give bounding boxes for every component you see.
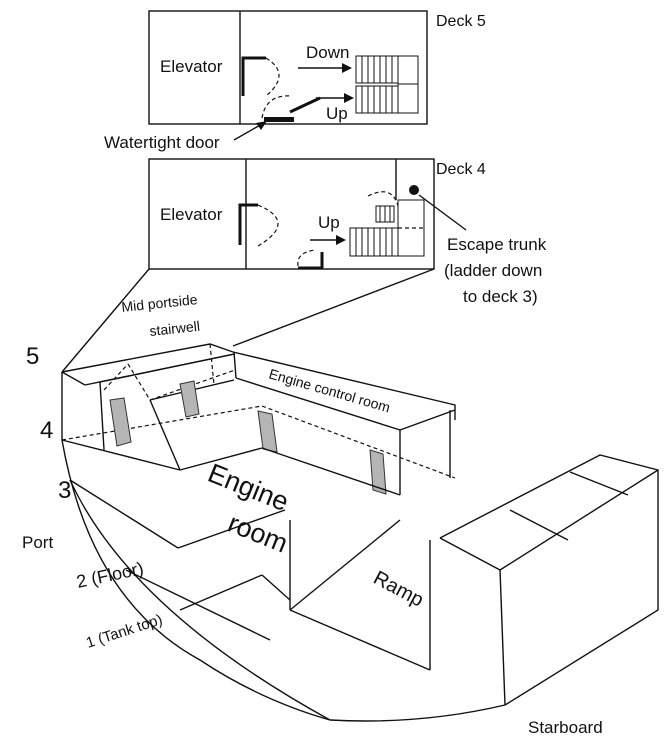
deck4-outline [148, 158, 435, 270]
deck4-floor-back [179, 447, 263, 471]
deck3-line-back [177, 509, 286, 549]
deck5-up-label: Up [326, 104, 348, 123]
deck5-top-edge [61, 343, 234, 373]
deck5-watertight-door-leaf [289, 96, 321, 114]
deck-label-4: 4 [40, 417, 53, 444]
stairwell-door-2 [179, 380, 200, 418]
stairwell-label-line2: stairwell [149, 318, 201, 339]
escape-trunk-line1: Escape trunk [447, 235, 547, 254]
starboard-block-top-edge [499, 469, 659, 571]
escape-trunk-leader [418, 194, 467, 231]
deck4-lower-door-swing [297, 249, 317, 267]
starboard-block-outline [439, 454, 659, 706]
deck-label-1-tank-top: 1 (Tank top) [84, 611, 165, 652]
deck4-lower-door [298, 252, 324, 270]
deck5-elevator-label: Elevator [160, 57, 223, 76]
deck5-watertight-door [264, 117, 294, 122]
ramp-back-edge [289, 519, 401, 611]
stairwell-diagonal [149, 399, 181, 471]
watertight-door-leader-arrowhead [256, 121, 267, 130]
stairwell-hidden-1 [127, 363, 151, 401]
stairwell-label-line1: Mid portside [121, 291, 199, 315]
stairwell-door-1 [109, 397, 132, 447]
starboard-block-divider-1 [509, 509, 569, 541]
starboard-block-divider-2 [569, 471, 629, 496]
deck5-down-arrowhead [342, 63, 352, 73]
deck5-outline [148, 10, 428, 125]
ecr-top-edge [232, 351, 456, 420]
escape-trunk-line3: to deck 3) [463, 287, 538, 306]
hull-inner-curve [69, 479, 331, 721]
deck5-up-arrowhead [344, 93, 354, 103]
ecr-door-1 [257, 410, 278, 453]
ecr-inner-edge [235, 377, 401, 431]
starboard-label: Starboard [528, 718, 603, 737]
deck4-dashed-line-left [61, 405, 263, 441]
deck4-elevator-label: Elevator [160, 205, 223, 224]
deck4-plan: Deck 4 Elevator Up [148, 158, 486, 270]
deck5-plan: Deck 5 Elevator Down Up [148, 10, 486, 125]
deck5-stairs [355, 55, 419, 114]
ecr-front-edge [399, 409, 456, 431]
deck-label-2-floor: 2 (Floor) [75, 558, 146, 592]
stairwell-left-vertical [99, 381, 105, 451]
deck4-dashed-line-right [261, 405, 456, 479]
deck-label-3: 3 [58, 477, 71, 504]
deck-label-5: 5 [26, 343, 39, 370]
deck5-port-corner [61, 371, 86, 386]
projection-line-left [61, 268, 150, 373]
deck4-elevator-door-swing [257, 204, 279, 247]
deck4-up-label: Up [318, 213, 340, 232]
starboard-block-front-top [439, 537, 501, 571]
projection-line-right [232, 268, 435, 347]
watertight-door-label: Watertight door [104, 133, 220, 152]
watertight-door-leader [233, 123, 263, 141]
deck5-watertight-door-swing [261, 95, 293, 119]
stairwell-hidden-4 [103, 363, 129, 391]
hull-outer-outline [61, 372, 506, 722]
deck4-floor-front [61, 439, 181, 471]
deck4-floor-ecr [261, 447, 401, 496]
stairwell-top-back [99, 353, 235, 383]
deck5-down-label: Down [306, 43, 349, 62]
ramp-bottom-edge [289, 609, 431, 671]
engine-room-label-line1: Engine [204, 458, 293, 517]
deck5-title: Deck 5 [436, 13, 486, 30]
floor-line [125, 569, 271, 641]
deck4-title: Deck 4 [436, 161, 486, 178]
hull-3d: Mid portside stairwell Engine control ro… [61, 291, 659, 722]
deck4-up-arrowhead [336, 235, 346, 245]
deck5-elevator-door [241, 56, 266, 96]
ramp-label: Ramp [370, 567, 427, 611]
deck4-elevator-door [238, 203, 258, 245]
ecr-door-2 [369, 449, 387, 495]
escape-trunk-marker [409, 185, 419, 195]
starboard-block-front-vertical [499, 569, 506, 706]
deck5-elevator-door-swing [265, 57, 280, 97]
deck3-line-front [69, 479, 179, 549]
floor-cross [179, 574, 263, 611]
escape-trunk-line2: (ladder down [444, 261, 542, 280]
port-label: Port [22, 533, 53, 552]
floor-step [261, 574, 291, 601]
deck4-stairs [349, 191, 425, 257]
stairwell-corner-vertical [233, 351, 237, 379]
